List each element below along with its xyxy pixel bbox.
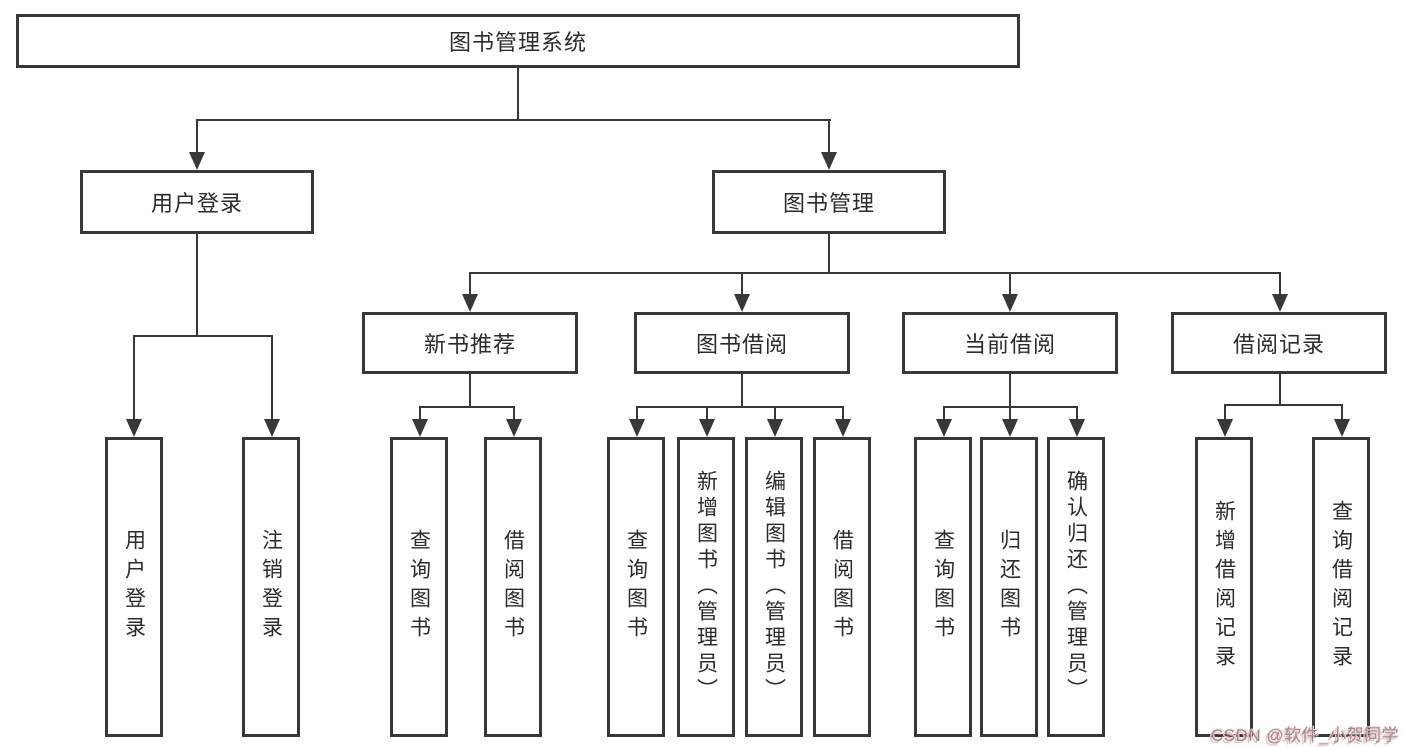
connector-line (419, 406, 421, 421)
arrowhead-down-icon (1069, 419, 1085, 437)
connector-line (1076, 406, 1078, 421)
node-book-management-box: 图书管理 (712, 170, 946, 234)
leaf-current-query-book-box: 查询图书 (914, 437, 972, 737)
connector-line (842, 406, 844, 421)
arrowhead-down-icon (506, 419, 522, 437)
arrowhead-down-icon (1002, 419, 1018, 437)
connector-line (1341, 404, 1343, 421)
leaf-borrow-query-book-label: 查询图书 (624, 529, 648, 645)
node-user-login-box: 用户登录 (80, 170, 314, 234)
leaf-return-book-box: 归还图书 (980, 437, 1038, 737)
leaf-borrow-book-label: 借阅图书 (830, 529, 854, 645)
connector-line (1009, 374, 1011, 407)
leaf-recommend-borrow-book-box: 借阅图书 (484, 437, 542, 737)
connector-line (513, 406, 515, 421)
connector-line (741, 272, 743, 296)
leaf-add-borrow-record-box: 新增借阅记录 (1195, 437, 1253, 737)
connector-line (469, 272, 471, 296)
node-borrow-record-box: 借阅记录 (1171, 312, 1387, 374)
csdn-watermark: CSDN @软件_小贺同学 (1210, 726, 1399, 745)
arrowhead-down-icon (1002, 294, 1018, 312)
connector-line (133, 335, 135, 421)
node-current-borrow-box: 当前借阅 (902, 312, 1118, 374)
arrowhead-down-icon (767, 419, 783, 437)
leaf-query-borrow-record-label: 查询借阅记录 (1329, 500, 1353, 674)
leaf-current-query-book-label: 查询图书 (931, 529, 955, 645)
connector-line (706, 406, 708, 421)
leaf-logout-label: 注销登录 (259, 529, 283, 645)
node-current-borrow-label: 当前借阅 (963, 332, 1056, 357)
arrowhead-down-icon (189, 152, 205, 170)
node-book-management-label: 图书管理 (782, 191, 875, 216)
leaf-user-login-label: 用户登录 (122, 529, 146, 645)
connector-line (469, 272, 1281, 274)
arrowhead-down-icon (835, 419, 851, 437)
arrowhead-down-icon (1334, 419, 1350, 437)
arrowhead-down-icon (126, 419, 142, 437)
node-root-label: 图书管理系统 (448, 30, 587, 55)
connector-line (636, 406, 844, 408)
arrowhead-down-icon (412, 419, 428, 437)
leaf-add-book-admin-box: 新增图书（管理员） (677, 437, 735, 737)
connector-line (1279, 272, 1281, 296)
leaf-query-borrow-record-box: 查询借阅记录 (1312, 437, 1370, 737)
leaf-add-borrow-record-label: 新增借阅记录 (1212, 500, 1236, 674)
leaf-add-book-admin-label: 新增图书（管理员） (694, 470, 718, 704)
arrowhead-down-icon (821, 152, 837, 170)
node-new-book-recommend-box: 新书推荐 (362, 312, 578, 374)
connector-line (196, 119, 831, 121)
leaf-borrow-query-book-box: 查询图书 (607, 437, 665, 737)
node-borrow-record-label: 借阅记录 (1232, 332, 1325, 357)
arrowhead-down-icon (1217, 419, 1233, 437)
leaf-recommend-borrow-book-label: 借阅图书 (501, 529, 525, 645)
arrowhead-down-icon (1272, 294, 1288, 312)
leaf-edit-book-admin-label: 编辑图书（管理员） (762, 470, 786, 704)
leaf-confirm-return-admin-box: 确认归还（管理员） (1047, 437, 1105, 737)
leaf-recommend-query-book-label: 查询图书 (407, 529, 431, 645)
node-book-borrow-label: 图书借阅 (695, 332, 788, 357)
leaf-borrow-book-box: 借阅图书 (813, 437, 871, 737)
node-new-book-recommend-label: 新书推荐 (423, 332, 516, 357)
arrowhead-down-icon (936, 419, 952, 437)
connector-line (828, 234, 830, 273)
connector-line (517, 68, 519, 119)
arrowhead-down-icon (734, 294, 750, 312)
arrowhead-down-icon (264, 419, 280, 437)
node-user-login-label: 用户登录 (150, 191, 243, 216)
node-root-box: 图书管理系统 (16, 14, 1020, 68)
connector-line (196, 119, 198, 155)
leaf-logout-box: 注销登录 (242, 437, 300, 737)
connector-line (419, 406, 515, 408)
connector-line (1224, 404, 1343, 406)
connector-line (828, 119, 830, 155)
connector-line (741, 374, 743, 407)
arrowhead-down-icon (629, 419, 645, 437)
connector-line (133, 335, 273, 337)
leaf-user-login-box: 用户登录 (105, 437, 163, 737)
leaf-confirm-return-admin-label: 确认归还（管理员） (1064, 470, 1088, 704)
connector-line (1009, 272, 1011, 296)
connector-line (1279, 374, 1281, 405)
connector-line (943, 406, 945, 421)
connector-line (196, 234, 198, 335)
connector-line (271, 335, 273, 421)
connector-line (1224, 404, 1226, 421)
connector-line (636, 406, 638, 421)
connector-line (469, 374, 471, 407)
leaf-edit-book-admin-box: 编辑图书（管理员） (745, 437, 803, 737)
arrowhead-down-icon (699, 419, 715, 437)
connector-line (1009, 406, 1011, 421)
arrowhead-down-icon (462, 294, 478, 312)
node-book-borrow-box: 图书借阅 (634, 312, 850, 374)
connector-line (774, 406, 776, 421)
leaf-recommend-query-book-box: 查询图书 (390, 437, 448, 737)
leaf-return-book-label: 归还图书 (997, 529, 1021, 645)
